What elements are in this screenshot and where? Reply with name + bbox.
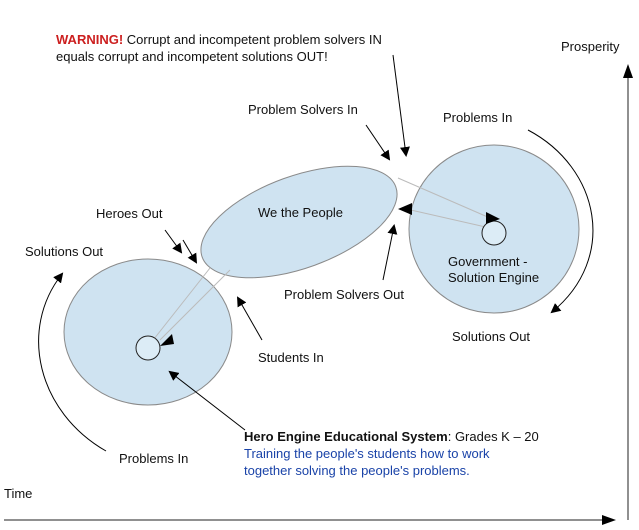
warning-note: WARNING! Corrupt and incompetent problem… [56, 31, 382, 65]
problems-in-top-label: Problems In [443, 110, 513, 125]
heroes-out-arrow [164, 229, 183, 254]
warning-line1: Corrupt and incompetent problem solvers … [123, 32, 382, 47]
connector-government-to-people [401, 207, 491, 229]
we-the-people-label: We the People [258, 205, 344, 220]
warning-line2: equals corrupt and incompetent solutions… [56, 49, 328, 64]
problems-in-bottom-label: Problems In [119, 451, 189, 466]
prosperity-axis-arrowhead [623, 64, 633, 78]
hero-engine-grades: : Grades K – 20 [447, 429, 539, 444]
hero-engine-cycle-arrow [38, 272, 107, 452]
hero-engine-caption: Hero Engine Educational System: Grades K… [244, 428, 539, 479]
government-core [481, 220, 507, 246]
solutions-out-left-label: Solutions Out [25, 244, 104, 259]
government-to-people-arrowhead [398, 203, 412, 215]
people-to-government-arrowhead [486, 212, 500, 224]
students-in-label: Students In [258, 350, 324, 365]
problem-solvers-in-arrow [365, 124, 391, 161]
connector-people-to-government [397, 177, 491, 219]
warning-prefix: WARNING! [56, 32, 124, 47]
problem-solvers-out-label: Problem Solvers Out [284, 287, 404, 302]
heroes-out-label: Heroes Out [96, 206, 163, 221]
students-in-arrow [237, 296, 263, 341]
hero-engine-desc1: Training the people's students how to wo… [244, 446, 490, 461]
hero-engine-title: Hero Engine Educational System [244, 429, 448, 444]
hero-engine-circle [63, 258, 233, 406]
heroes-out-arrow-2 [182, 239, 198, 264]
hero-engine-core [135, 335, 161, 361]
time-axis-arrowhead [602, 515, 616, 525]
hero-engine-label-arrow [168, 370, 246, 431]
problem-solvers-out-arrow [382, 224, 398, 281]
government-label-line2: Solution Engine [448, 270, 540, 285]
warning-arrow [392, 54, 410, 157]
we-the-people-ellipse [200, 165, 398, 279]
time-label: Time [4, 486, 33, 501]
prosperity-label: Prosperity [561, 39, 620, 54]
problem-solvers-in-label: Problem Solvers In [248, 102, 358, 117]
government-label-line1: Government - [448, 254, 528, 269]
connector-hero-to-people [159, 269, 231, 341]
hero-engine-desc2: together solving the people's problems. [244, 463, 470, 478]
to-hero-core-arrowhead [160, 334, 174, 346]
solutions-out-right-label: Solutions Out [452, 329, 531, 344]
connector-people-to-hero [149, 267, 211, 345]
government-cycle-arrow [527, 129, 594, 314]
